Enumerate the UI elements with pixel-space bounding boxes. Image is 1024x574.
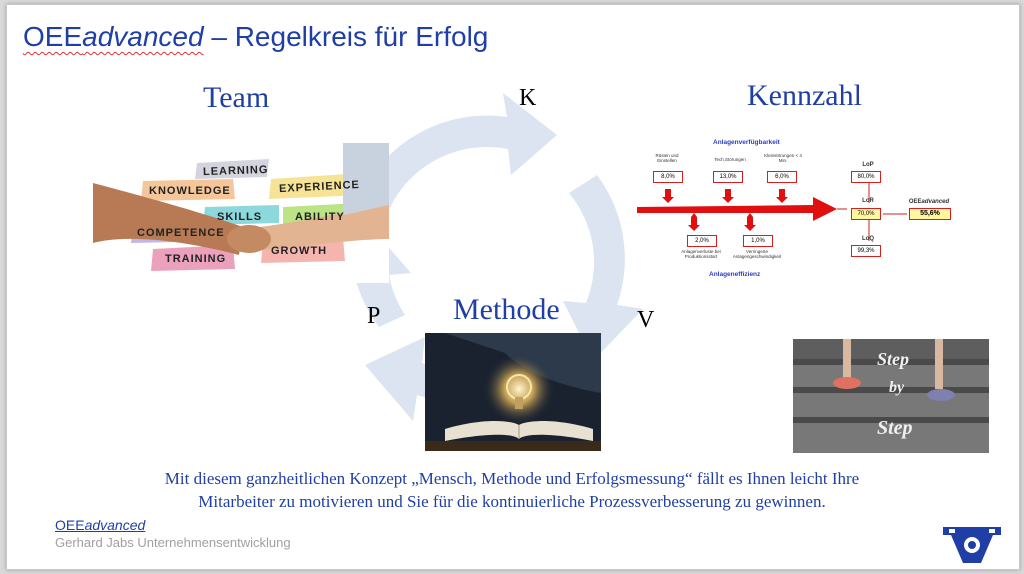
lor-label: LoR (862, 198, 874, 204)
team-word: KNOWLEDGE (149, 185, 231, 197)
team-word: ABILITY (295, 211, 345, 223)
team-label: Team (203, 81, 270, 114)
kennzahl-label: Kennzahl (747, 79, 862, 112)
kpi-bottom-value: 2,0% (687, 235, 717, 247)
cycle-letter-k: K (519, 85, 537, 111)
kpi-bottom-value: 1,0% (743, 235, 773, 247)
title-brand: OEEadvanced (23, 21, 204, 52)
kpi-bottom-label: Anlagenverluste bei Produktionsstart (681, 249, 721, 259)
kpi-top-value: 8,0% (653, 171, 683, 183)
kpi-top-value: 6,0% (767, 171, 797, 183)
step-word: Step (877, 417, 913, 439)
team-word: SKILLS (217, 211, 263, 223)
step-word: by (889, 379, 905, 396)
oee-kpi-diagram: Anlagenverfügbarkeit Rüsten und Einstell… (633, 133, 1003, 293)
cycle-letter-p: P (367, 303, 381, 329)
kpi-top-label: Tech.Störungen (714, 157, 746, 162)
oee-label: OEEadvanced (908, 199, 950, 205)
kpi-top-title: Anlagenverfügbarkeit (713, 139, 780, 146)
lop-value: 80,0% (851, 171, 881, 183)
loq-value: 99,3% (851, 245, 881, 257)
kpi-bottom-title: Anlageneffizienz (709, 271, 761, 278)
methode-label: Methode (453, 293, 560, 326)
team-word: LEARNING (202, 163, 269, 179)
footer-brand: OEEadvanced (55, 517, 146, 533)
team-word: COMPETENCE (137, 227, 225, 239)
oee-value: 55,6% (909, 208, 951, 220)
team-word: TRAINING (165, 253, 227, 265)
loq-label: LoQ (862, 236, 874, 242)
kpi-top-value: 13,0% (713, 171, 743, 183)
lop-label: LoP (862, 162, 874, 168)
team-handshake-image: LEARNING KNOWLEDGE EXPERIENCE SKILLS ABI… (93, 143, 389, 283)
slide: OEEadvanced – Regelkreis für Erfolg Team… (6, 4, 1020, 570)
kpi-bottom-label: Verringerte Anlagengeschwindigkeit (732, 249, 782, 259)
methode-lightbulb-image (425, 333, 601, 451)
company-logo-icon (943, 527, 1001, 563)
slide-title: OEEadvanced – Regelkreis für Erfolg (23, 21, 488, 53)
team-word: GROWTH (271, 245, 328, 257)
kpi-arrows (637, 183, 907, 241)
caption-line: Mitarbeiter zu motivieren und Sie für di… (198, 492, 826, 511)
step-by-step-image: Step by Step (793, 339, 989, 453)
kpi-top-label: Kleinstörungen < 4 Min. (764, 153, 802, 163)
lor-value: 70,0% (851, 208, 881, 220)
footer-company: Gerhard Jabs Unternehmensentwicklung (55, 535, 291, 550)
title-text: – Regelkreis für Erfolg (203, 21, 489, 52)
caption-line: Mit diesem ganzheitlichen Konzept „Mensc… (164, 469, 860, 488)
step-word: Step (877, 349, 910, 369)
caption-text: Mit diesem ganzheitlichen Konzept „Mensc… (47, 467, 977, 513)
cycle-letter-v: V (637, 307, 655, 333)
kpi-top-label: Rüsten und Einstellen (655, 153, 679, 163)
